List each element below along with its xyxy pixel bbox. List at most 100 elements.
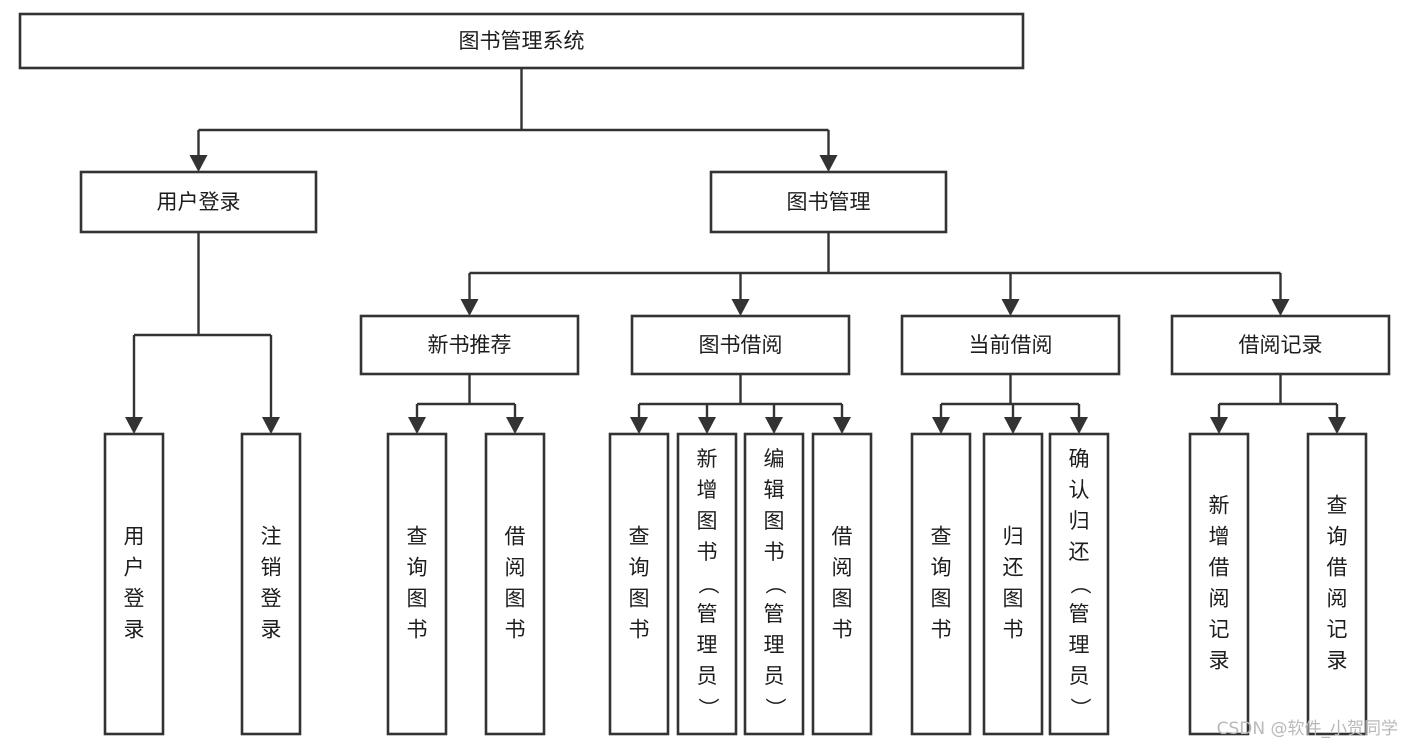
node-label-char: 图 [629,587,650,611]
node-label-char: 新 [697,447,718,471]
node-label-char: 还 [1069,540,1090,564]
arrow-head [460,299,479,316]
edge-group-新书推荐 [408,374,524,434]
node-label: 用户登录 [157,190,241,214]
edge-group-user-login [125,232,280,434]
node-label-char: 归 [1003,525,1024,549]
node-l2-图书管理[interactable]: 图书管理 [709,170,948,234]
arrow-head [408,417,426,434]
node-label-char: 理 [764,633,785,657]
node-label-char: 记 [1209,618,1230,642]
node-label-char: 查 [1327,494,1348,518]
node-label-char: 阅 [505,556,526,580]
node-box [359,314,580,376]
node-box [240,432,302,736]
node-label-char: 询 [931,556,952,580]
node-label-char: 理 [1069,633,1090,657]
node-box [1306,432,1368,736]
node-label-char: 注 [261,525,282,549]
node-label-char: 书 [505,618,526,642]
node-label-char: 员 [697,664,718,688]
node-label-char: 管 [697,602,718,626]
node-label-char: 图 [1003,587,1024,611]
node-label-char: 书 [407,618,428,642]
node-label-char: 阅 [832,556,853,580]
arrow-head [1328,417,1346,434]
node-label-char: ） [1068,698,1092,719]
node-box [811,432,873,736]
arrow-head [1271,299,1290,316]
node-label-char: 书 [1003,618,1024,642]
node-label-char: 录 [124,618,145,642]
node-label-char: 图 [832,587,853,611]
node-label: 新书推荐 [428,333,512,357]
node-label-char: 确 [1069,447,1090,471]
node-leaf-用户登录[interactable]: 用户登录 [103,432,165,736]
node-label-char: 增 [697,478,718,502]
node-label-char: 新 [1209,494,1230,518]
arrow-head [765,417,783,434]
node-label-char: 管 [1069,602,1090,626]
node-label-char: 员 [1069,664,1090,688]
arrow-head [1210,417,1228,434]
edge-group-借阅记录 [1210,374,1346,434]
node-label-char: 询 [629,556,650,580]
node-root-图书管理系统[interactable]: 图书管理系统 [18,12,1025,70]
node-l2-用户登录[interactable]: 用户登录 [79,170,318,234]
csdn-watermark: CSDN @软件_小贺同学 [1217,719,1398,739]
node-label-char: 理 [697,633,718,657]
node-label-char: 借 [832,525,853,549]
arrow-head [506,417,524,434]
edge-group-图书借阅 [630,374,851,434]
node-label: 图书借阅 [699,333,783,357]
node-l3-新书推荐[interactable]: 新书推荐 [359,314,580,376]
node-label-char: 阅 [1209,587,1230,611]
node-label-char: 录 [1209,649,1230,673]
node-label-char: 销 [261,556,282,580]
node-l3-当前借阅[interactable]: 当前借阅 [900,314,1121,376]
arrow-head [125,417,143,434]
node-label-char: 阅 [1327,587,1348,611]
node-label-char: 借 [1327,556,1348,580]
node-layer: 图书管理系统用户登录图书管理新书推荐图书借阅当前借阅借阅记录用户登录注销登录查询… [18,12,1391,736]
node-label-char: 查 [407,525,428,549]
node-label: 借阅记录 [1239,333,1323,357]
node-box [18,12,1025,70]
node-label-char: 书 [697,540,718,564]
node-l3-借阅记录[interactable]: 借阅记录 [1170,314,1391,376]
node-box [709,170,948,234]
node-label-char: 户 [124,556,145,580]
edge-group-当前借阅 [932,374,1088,434]
node-label-char: 录 [261,618,282,642]
connector-layer [125,68,1346,434]
arrow-head [698,417,716,434]
node-label-char: 登 [124,587,145,611]
node-label-char: 图 [505,587,526,611]
node-box [630,314,851,376]
node-label-char: 管 [764,602,785,626]
node-l3-图书借阅[interactable]: 图书借阅 [630,314,851,376]
arrow-head [731,299,750,316]
node-label-char: 书 [931,618,952,642]
node-box [982,432,1044,736]
node-label-char: （ [1068,574,1092,595]
node-label-char: 书 [832,618,853,642]
node-label-char: ） [696,698,720,719]
node-label-char: 查 [629,525,650,549]
node-label-char: 借 [505,525,526,549]
node-box [1188,432,1250,736]
node-label-char: 询 [407,556,428,580]
